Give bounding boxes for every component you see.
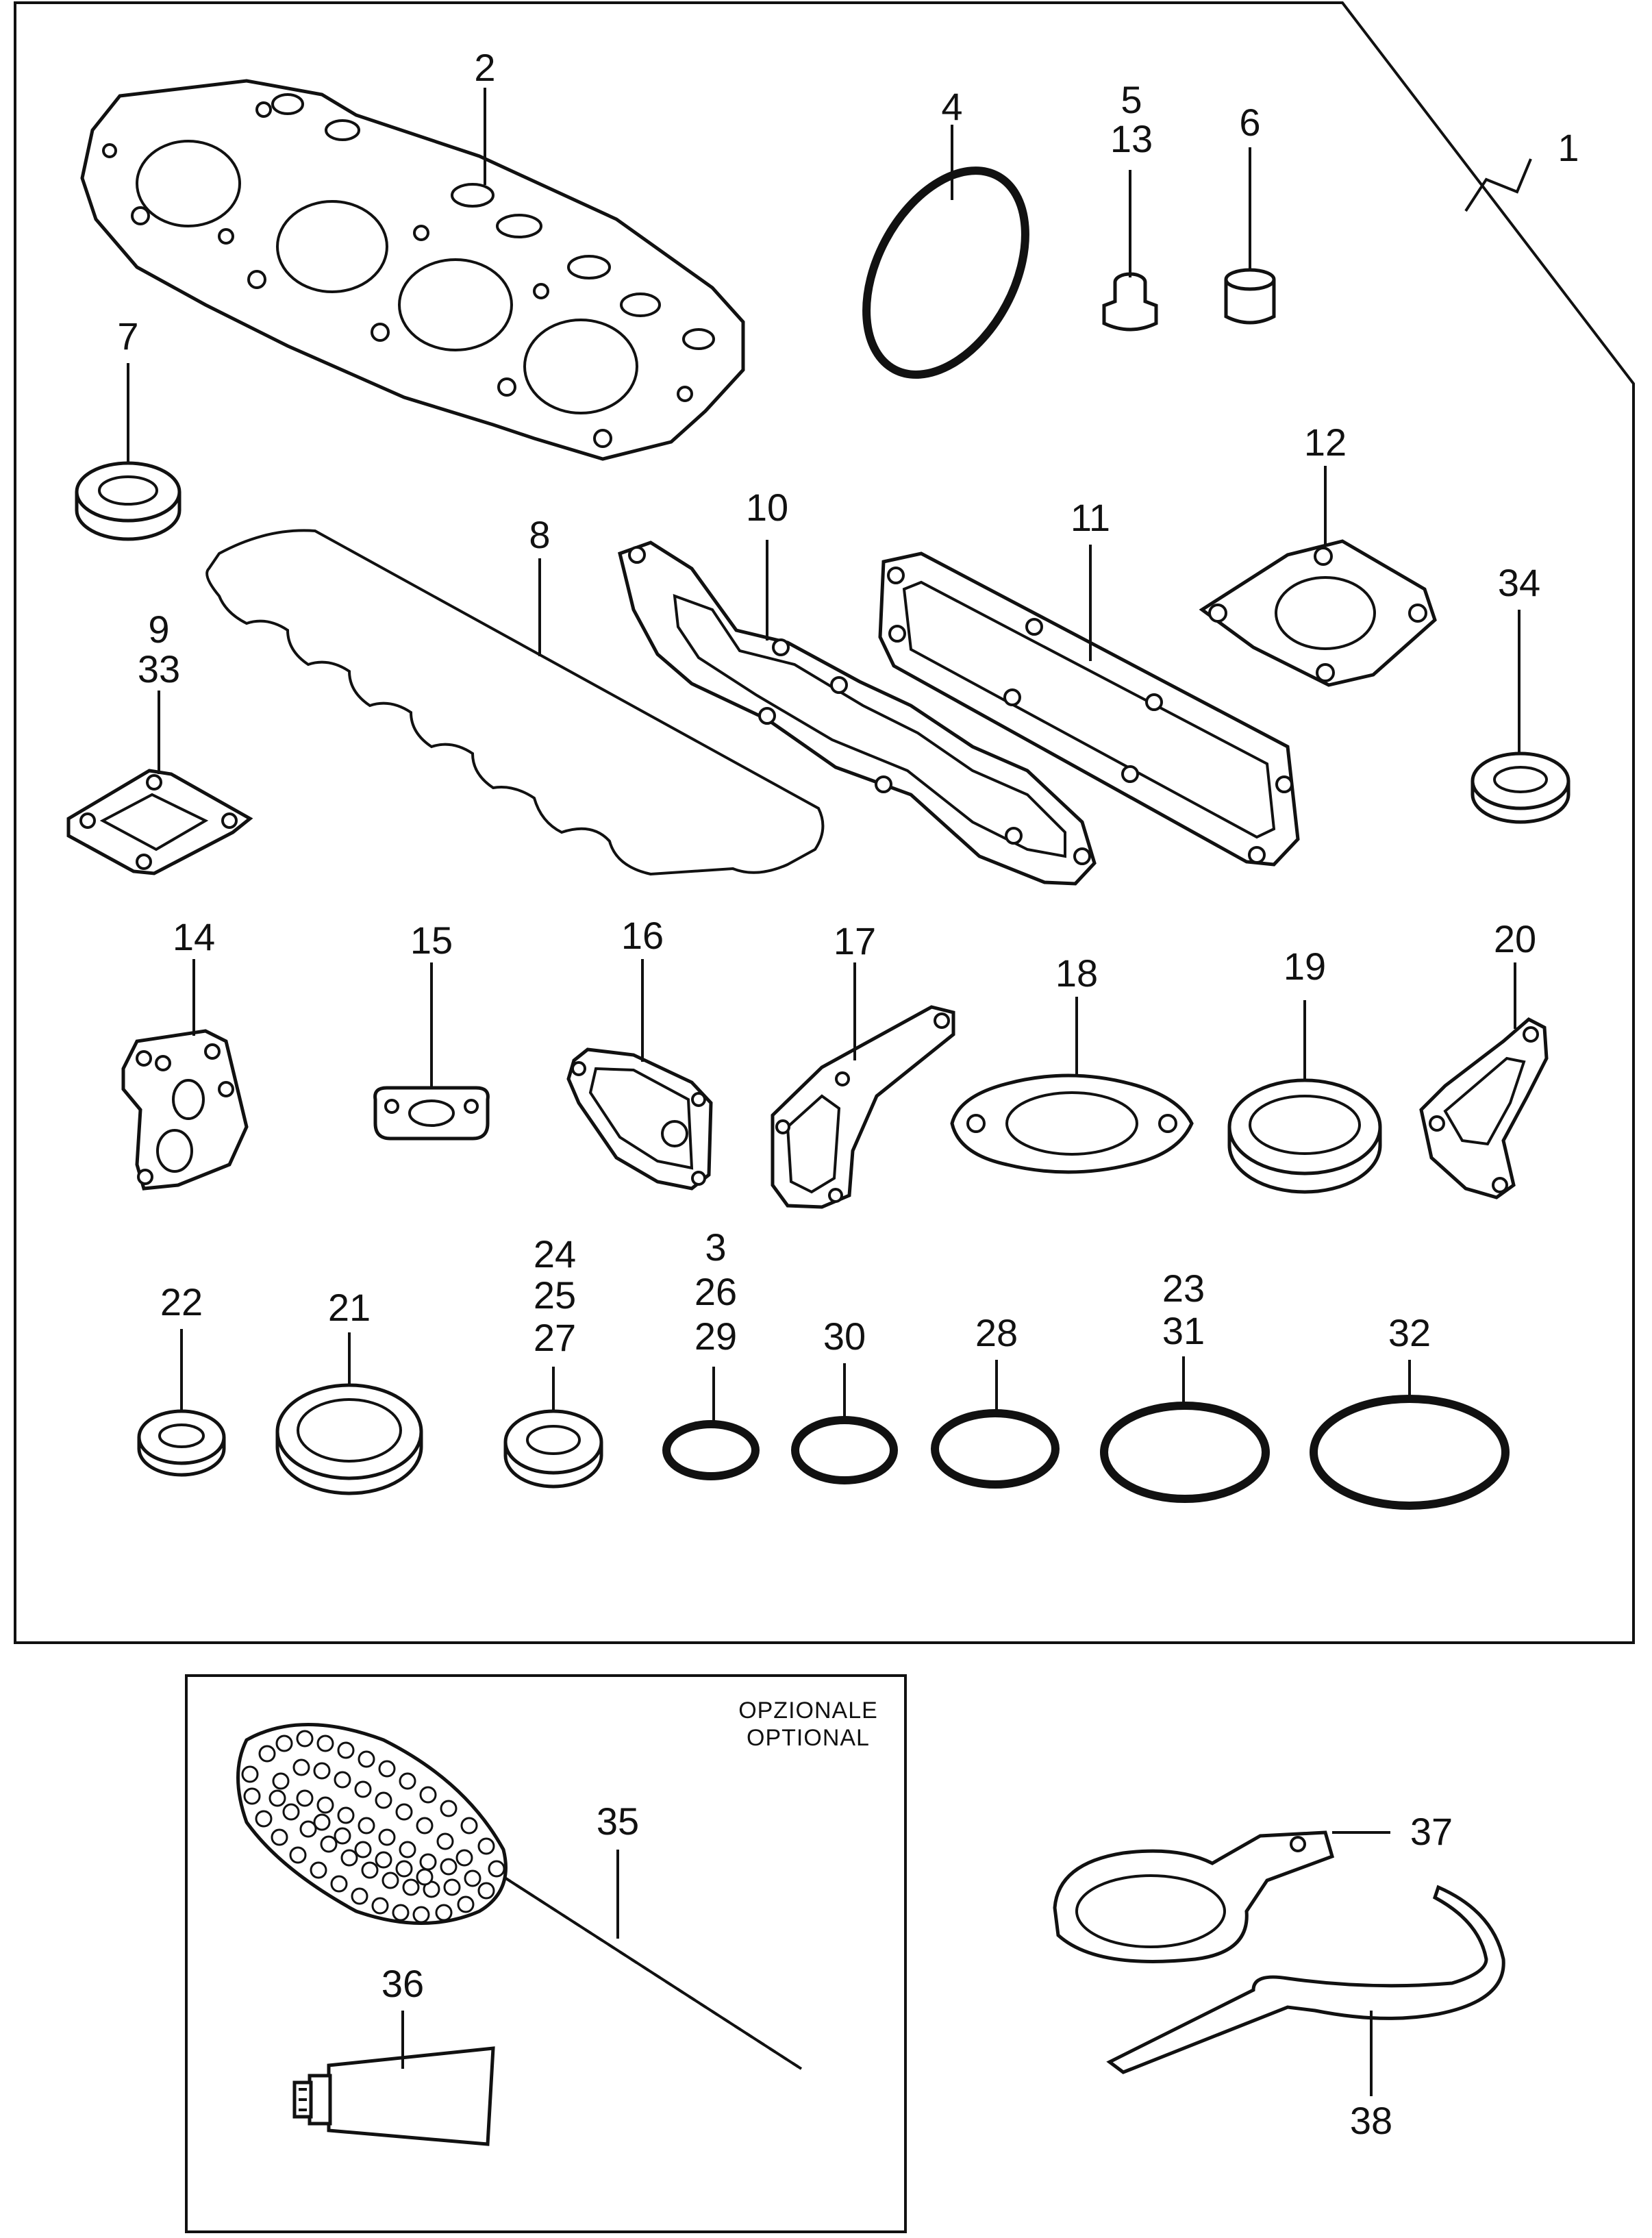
label-18: 18: [1055, 952, 1098, 995]
label-28: 28: [975, 1311, 1018, 1354]
gasket-17: [771, 1005, 955, 1209]
label-5: 5: [1121, 78, 1142, 121]
gasket-9-33: [66, 769, 253, 875]
label-20: 20: [1494, 917, 1536, 960]
gasket-14: [121, 1029, 249, 1191]
label-1: 1: [1557, 126, 1579, 169]
o-ring-28: [931, 1409, 1060, 1489]
filter-wrench-37: [1053, 1830, 1335, 1963]
gasket-ring-19: [1227, 1078, 1382, 1194]
washer-34: [1470, 751, 1570, 824]
sealant-tube: [292, 2046, 495, 2146]
label-38: 38: [1350, 2099, 1392, 2142]
label-9: 9: [148, 608, 169, 651]
label-30: 30: [823, 1315, 866, 1358]
label-29: 29: [694, 1315, 737, 1358]
label-6: 6: [1239, 101, 1260, 144]
label-3: 3: [705, 1226, 726, 1269]
label-36: 36: [381, 1962, 424, 2005]
gasket-18: [950, 1073, 1194, 1174]
label-7: 7: [117, 314, 138, 358]
washer-24-25-27: [503, 1409, 603, 1489]
label-10: 10: [746, 486, 788, 529]
label-37: 37: [1410, 1810, 1453, 1853]
label-13: 13: [1110, 117, 1153, 160]
label-31: 31: [1162, 1309, 1205, 1352]
valve-stem-seal: [1102, 272, 1158, 332]
optional-label-it: OPZIONALE: [738, 1698, 878, 1724]
label-26: 26: [694, 1270, 737, 1313]
label-23: 23: [1162, 1267, 1205, 1310]
optional-accessories-box: [185, 1674, 907, 2233]
o-ring-30: [791, 1416, 898, 1484]
label-2: 2: [474, 46, 495, 89]
washer-22: [137, 1409, 226, 1477]
optional-label-en: OPTIONAL: [747, 1725, 870, 1751]
label-8: 8: [529, 513, 550, 556]
label-14: 14: [173, 915, 215, 958]
gasket-20: [1419, 1017, 1549, 1199]
label-17: 17: [834, 919, 876, 962]
o-ring-4: [862, 166, 1029, 379]
gasket-16: [566, 1047, 713, 1191]
o-ring-3-26-29: [662, 1420, 760, 1480]
label-27: 27: [534, 1316, 576, 1359]
label-32: 32: [1388, 1311, 1431, 1354]
label-25: 25: [534, 1273, 576, 1317]
cylinder-head-gasket: [80, 79, 745, 461]
label-4: 4: [941, 85, 962, 128]
washer-21: [275, 1383, 423, 1495]
gasket-12: [1199, 539, 1437, 687]
label-34: 34: [1498, 561, 1540, 604]
gasket-15: [373, 1086, 490, 1141]
label-21: 21: [328, 1286, 371, 1329]
rocker-cover-gasket: [205, 529, 825, 876]
label-12: 12: [1304, 421, 1347, 464]
label-35: 35: [597, 1800, 639, 1843]
label-19: 19: [1284, 945, 1326, 988]
manifold-gasket-11: [878, 551, 1300, 867]
cleaning-brush: [236, 1723, 803, 2070]
label-11: 11: [1071, 496, 1110, 539]
bush-6: [1224, 268, 1276, 325]
hook-wrench-38: [1106, 1885, 1505, 2074]
label-22: 22: [160, 1280, 203, 1323]
o-ring-32: [1310, 1395, 1510, 1510]
washer-7: [75, 461, 182, 541]
gasket-kit-frame: [14, 1, 1635, 1644]
label-33: 33: [138, 647, 180, 691]
o-ring-23-31: [1100, 1402, 1270, 1503]
kit-leader-1: [1464, 158, 1532, 212]
label-15: 15: [410, 919, 453, 962]
label-24: 24: [534, 1232, 576, 1276]
label-16: 16: [621, 914, 664, 957]
manifold-gasket-10: [618, 540, 1097, 886]
